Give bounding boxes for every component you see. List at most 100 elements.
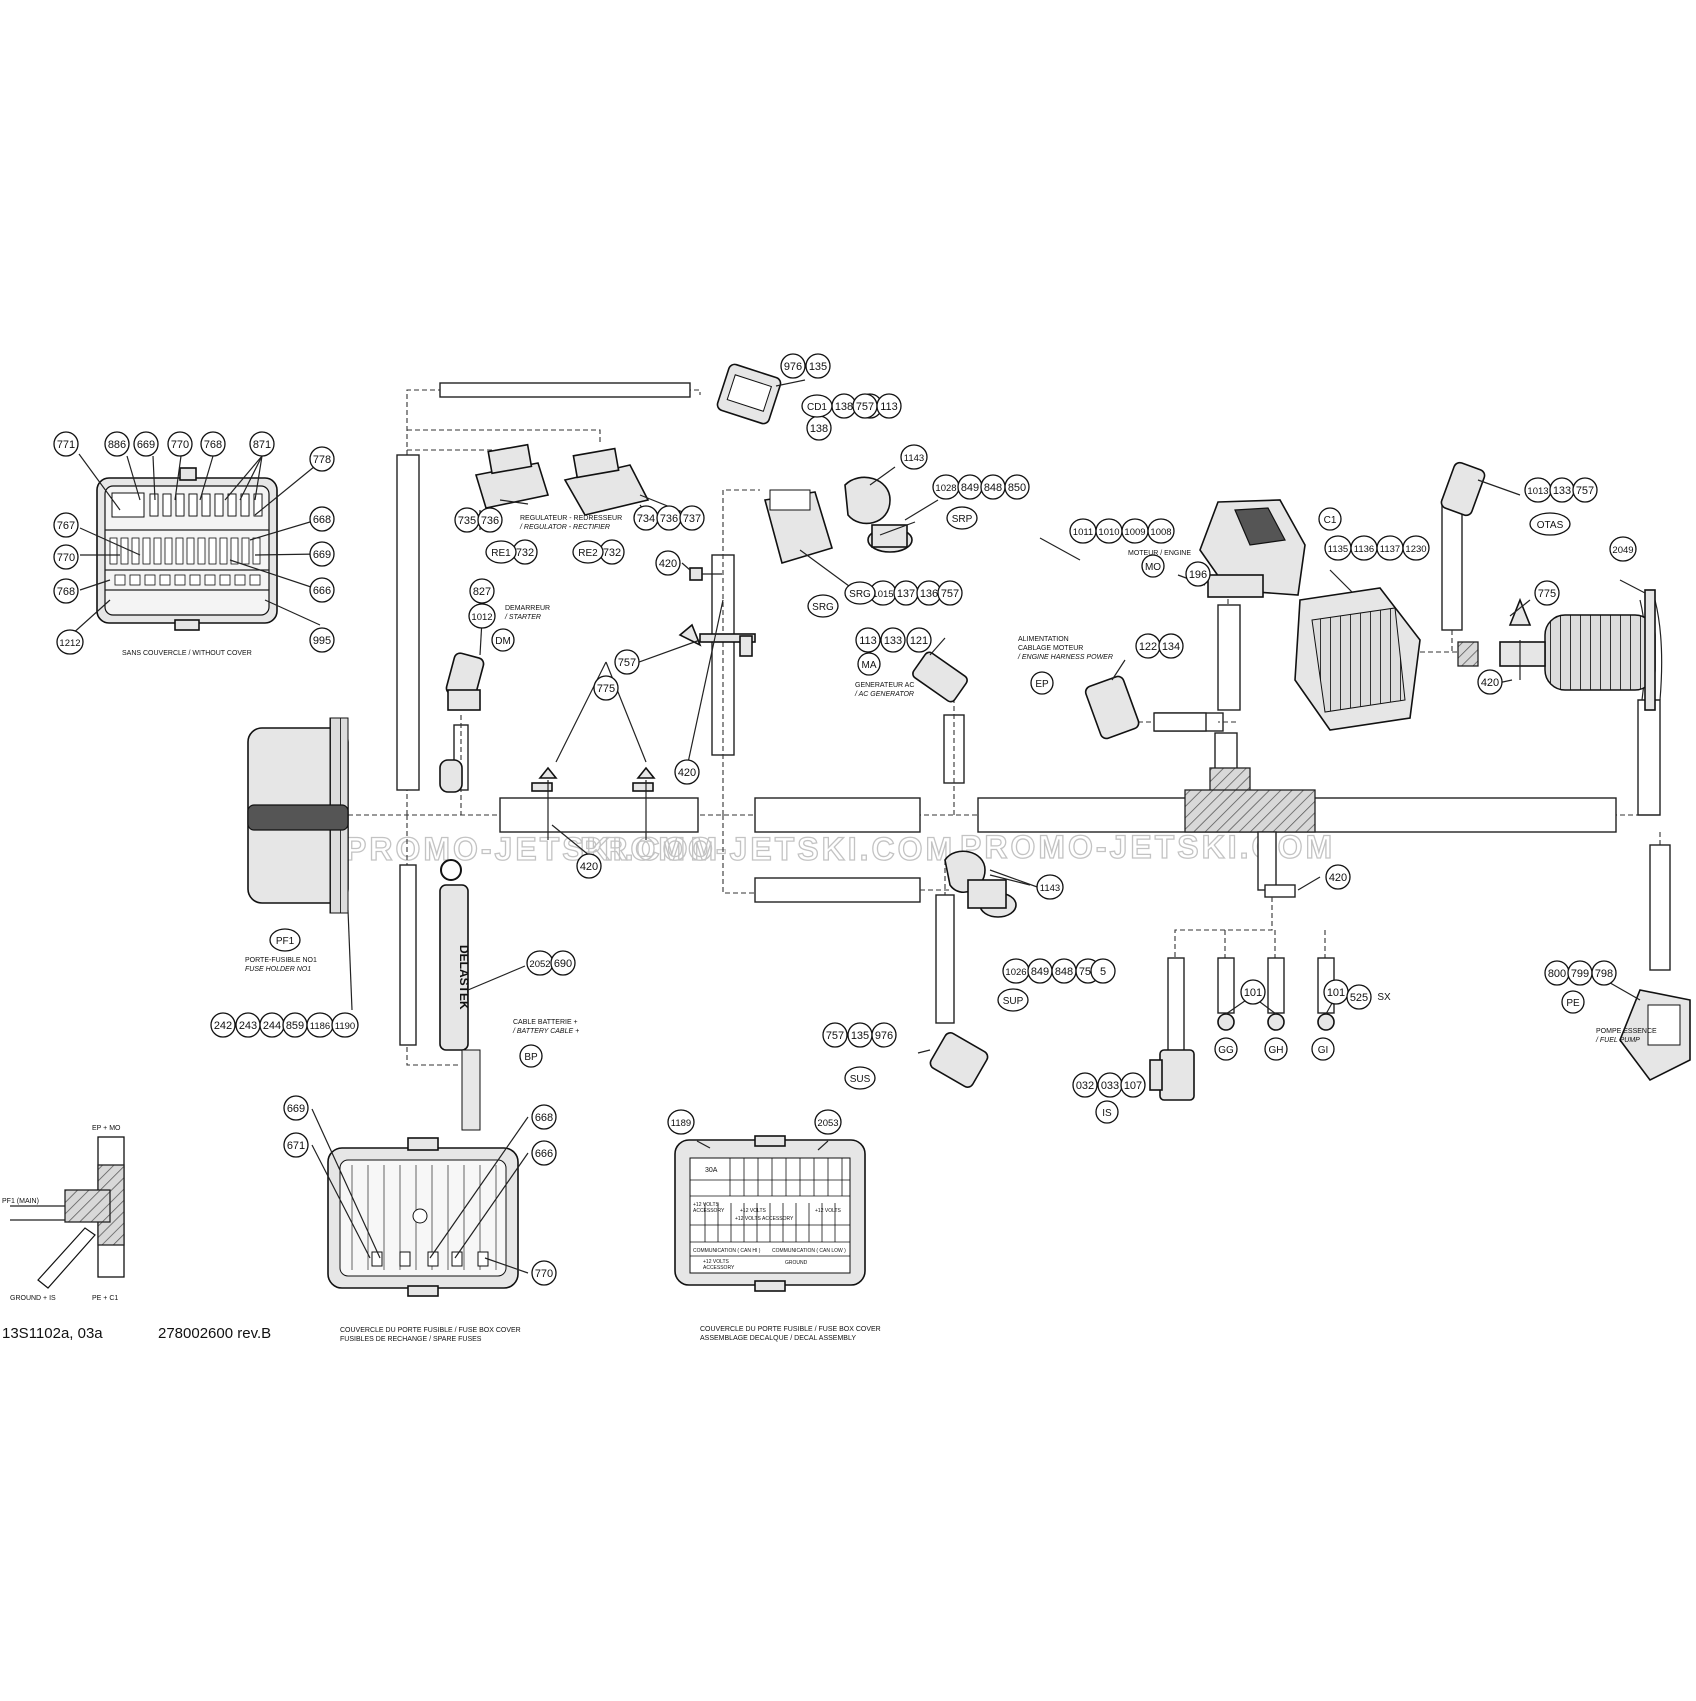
callout-101: 101 bbox=[1323, 979, 1349, 1005]
connector-code-text: PE bbox=[1566, 998, 1580, 1009]
regulator-connector-re2 bbox=[563, 447, 653, 521]
callout-text: 1190 bbox=[335, 1021, 355, 1032]
callout-768: 768 bbox=[53, 578, 79, 604]
callout-text: 1186 bbox=[310, 1021, 330, 1032]
callout-text: 735 bbox=[458, 515, 476, 527]
engine-label: MOTEUR / ENGINE bbox=[1128, 550, 1191, 557]
callout-text: 757 bbox=[941, 588, 959, 600]
callout-848: 848 bbox=[980, 474, 1006, 500]
callout-420: 420 bbox=[1325, 864, 1351, 890]
callout-113: 113 bbox=[876, 393, 902, 419]
callout-text: 732 bbox=[603, 547, 621, 559]
callout-242: 242 bbox=[210, 1012, 236, 1038]
inset-junction bbox=[10, 1136, 125, 1289]
connector-code-pf1: PF1 bbox=[269, 928, 301, 952]
callout-798: 798 bbox=[1591, 960, 1617, 986]
connector-code-text: RE2 bbox=[578, 548, 598, 559]
callout-196: 196 bbox=[1185, 561, 1211, 587]
callout-text: 1009 bbox=[1124, 527, 1145, 538]
callout-1008: 1008 bbox=[1147, 518, 1175, 544]
callout-text: 767 bbox=[57, 520, 75, 532]
callout-text: 775 bbox=[597, 683, 615, 695]
callout-text: 768 bbox=[204, 439, 222, 451]
connector-code-text: SUS bbox=[850, 1074, 871, 1085]
callout-737: 737 bbox=[679, 505, 705, 531]
connector-code-srg: SRG bbox=[807, 594, 839, 618]
callout-1013: 1013 bbox=[1524, 477, 1552, 503]
starter-label-en: / STARTER bbox=[504, 614, 541, 621]
connector-code-text: GI bbox=[1318, 1045, 1329, 1056]
callout-5: 5 bbox=[1090, 958, 1116, 984]
callout-778: 778 bbox=[309, 446, 335, 472]
callout-033: 033 bbox=[1097, 1072, 1123, 1098]
callout-text: 121 bbox=[910, 635, 928, 647]
battery-cable-label-fr: CABLE BATTERIE + bbox=[513, 1019, 578, 1026]
inset-left-label: PF1 (MAIN) bbox=[2, 1198, 39, 1205]
callout-1190: 1190 bbox=[331, 1012, 359, 1038]
connector-code-text: SX bbox=[1377, 992, 1391, 1003]
fuse-box-top-view bbox=[69, 453, 321, 637]
decal-12v-2: +12 VOLTS bbox=[815, 1208, 842, 1214]
callout-text: 122 bbox=[1139, 641, 1157, 653]
inset-top-label: EP + MO bbox=[92, 1125, 121, 1132]
regulator-label-en: / REGULATOR - RECTIFIER bbox=[519, 524, 610, 531]
callout-text: 976 bbox=[784, 361, 802, 373]
callout-text: 1189 bbox=[671, 1118, 691, 1129]
acgen-label-en: / AC GENERATOR bbox=[854, 691, 914, 698]
callout-text: 138 bbox=[810, 423, 828, 435]
callout-text: 757 bbox=[826, 1030, 844, 1042]
callout-757: 757 bbox=[822, 1022, 848, 1048]
labels: REGULATEUR - REDRESSEUR / REGULATOR - RE… bbox=[2, 515, 1657, 1343]
connector-code-text: C1 bbox=[1324, 515, 1337, 526]
callout-1230: 1230 bbox=[1402, 535, 1430, 561]
callout-text: 757 bbox=[856, 401, 874, 413]
callout-668: 668 bbox=[531, 1104, 557, 1130]
callout-666: 666 bbox=[531, 1140, 557, 1166]
fuel-pump-label-en: / FUEL PUMP bbox=[1595, 1037, 1640, 1044]
callout-text: 101 bbox=[1327, 987, 1345, 999]
callout-135: 135 bbox=[805, 353, 831, 379]
callout-1143: 1143 bbox=[1036, 874, 1064, 900]
regulator-connector-re1 bbox=[474, 443, 550, 530]
connector-code-text: GG bbox=[1218, 1045, 1234, 1056]
callout-976: 976 bbox=[871, 1022, 897, 1048]
callout-text: 775 bbox=[1538, 588, 1556, 600]
connector-code-text: PF1 bbox=[276, 936, 295, 947]
callout-text: 2049 bbox=[1612, 545, 1633, 556]
callout-886: 886 bbox=[104, 431, 130, 457]
watermark: PROMO-JETSKI.COM PROMO-JETSKI.COM PROMO-… bbox=[344, 828, 1332, 867]
callout-text: 101 bbox=[1244, 987, 1262, 999]
callout-text: 2052 bbox=[529, 959, 550, 970]
callout-800: 800 bbox=[1544, 960, 1570, 986]
callout-775: 775 bbox=[1534, 580, 1560, 606]
callout-732: 732 bbox=[599, 539, 625, 565]
callout-420: 420 bbox=[655, 550, 681, 576]
callout-736: 736 bbox=[656, 505, 682, 531]
callout-420: 420 bbox=[1477, 669, 1503, 695]
fuel-pump-connector bbox=[1619, 989, 1691, 1082]
without-cover-label: SANS COUVERCLE / WITHOUT COVER bbox=[122, 650, 252, 657]
callout-244: 244 bbox=[259, 1012, 285, 1038]
callout-text: 1026 bbox=[1005, 967, 1026, 978]
callout-text: 770 bbox=[57, 552, 75, 564]
connector-code-is: IS bbox=[1095, 1100, 1119, 1124]
part-number: 278002600 rev.B bbox=[158, 1325, 272, 1342]
connector-srp bbox=[844, 466, 939, 553]
callout-text: 113 bbox=[859, 635, 877, 647]
grommet-bellows bbox=[1497, 579, 1656, 711]
callout-text: 243 bbox=[239, 1020, 257, 1032]
decal-accessory-2: ACCESSORY bbox=[703, 1265, 735, 1271]
callout-770: 770 bbox=[53, 544, 79, 570]
callout-1026: 1026 bbox=[1002, 958, 1030, 984]
connector-code-gg: GG bbox=[1214, 1037, 1238, 1061]
decal-comm-hi: COMMUNICATION ( CAN HI ) bbox=[693, 1248, 761, 1254]
connector-code-srg: SRG bbox=[844, 581, 876, 605]
decal-accessory: ACCESSORY bbox=[693, 1208, 725, 1214]
drawing-id: 13S1102a, 03a bbox=[2, 1325, 103, 1342]
callout-1028: 1028 bbox=[932, 474, 960, 500]
callout-text: 032 bbox=[1076, 1080, 1094, 1092]
fuse-holder-pf1 bbox=[247, 717, 353, 1011]
inset-bottom-label: PE + C1 bbox=[92, 1295, 118, 1302]
